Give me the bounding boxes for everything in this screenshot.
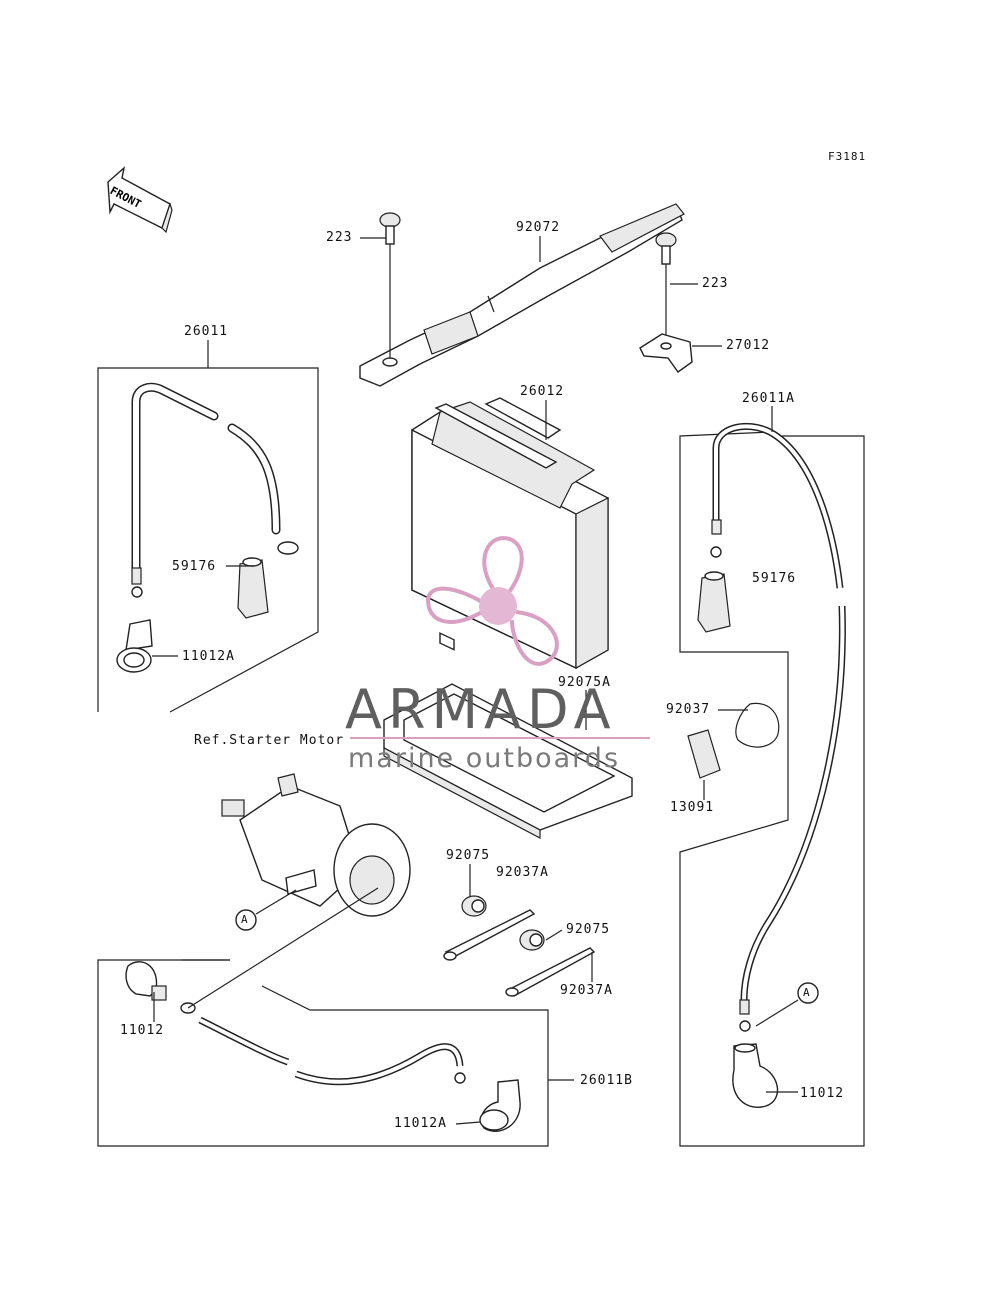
watermark-subtitle: marine outboards: [348, 743, 621, 774]
part-label-11012-left: 11012: [120, 1023, 165, 1038]
grommet-92075-b: [519, 929, 545, 951]
part-label-27012: 27012: [726, 338, 771, 353]
cotter-pin-92037A-a: [443, 909, 536, 961]
callout-a-circle-left: [235, 909, 257, 931]
part-label-11012A-bottom: 11012A: [394, 1116, 447, 1131]
battery-26012: [411, 397, 609, 670]
part-label-92075A: 92075A: [558, 675, 611, 690]
watermark-title: ARMADA: [345, 678, 617, 741]
starter-motor: [221, 773, 411, 917]
part-label-92037A-a: 92037A: [496, 865, 549, 880]
callout-a-left: A: [241, 913, 248, 926]
leader-lines: [152, 236, 799, 1125]
part-label-26011B: 26011B: [580, 1073, 633, 1088]
part-label-92037A-b: 92037A: [560, 983, 613, 998]
part-label-92075-a: 92075: [446, 848, 491, 863]
cable-box-26011B: [97, 887, 549, 1147]
reference-starter-motor: Ref.Starter Motor: [194, 733, 345, 748]
part-label-223-right: 223: [702, 276, 729, 291]
part-label-11012A-left: 11012A: [182, 649, 235, 664]
part-label-11012-right: 11012: [800, 1086, 845, 1101]
grommet-92075-a: [461, 895, 487, 917]
propeller-logo-icon: [425, 536, 559, 666]
callout-a-circle-right: [797, 982, 819, 1004]
part-label-26011: 26011: [184, 324, 229, 339]
bolt-223-right: [655, 232, 677, 340]
front-arrow-icon: [107, 166, 173, 234]
pad-13091: [687, 729, 721, 779]
cable-box-26011A: [679, 422, 865, 1147]
diagram-code: F3181: [828, 150, 867, 163]
part-label-223-left: 223: [326, 230, 353, 245]
part-label-13091: 13091: [670, 800, 715, 815]
part-label-26011A: 26011A: [742, 391, 795, 406]
part-label-26012: 26012: [520, 384, 565, 399]
bolt-223-left: [379, 212, 401, 358]
part-label-92037: 92037: [666, 702, 711, 717]
part-label-59176-right: 59176: [752, 571, 797, 586]
part-label-92075-b: 92075: [566, 922, 611, 937]
bracket-27012: [639, 333, 693, 373]
part-label-92072: 92072: [516, 220, 561, 235]
part-label-59176-left: 59176: [172, 559, 217, 574]
callout-a-right: A: [803, 986, 810, 999]
clamp-92037: [735, 702, 780, 748]
tray-92075A: [383, 683, 633, 839]
cable-box-26011: [97, 367, 319, 713]
cotter-pin-92037A-b: [505, 947, 596, 997]
